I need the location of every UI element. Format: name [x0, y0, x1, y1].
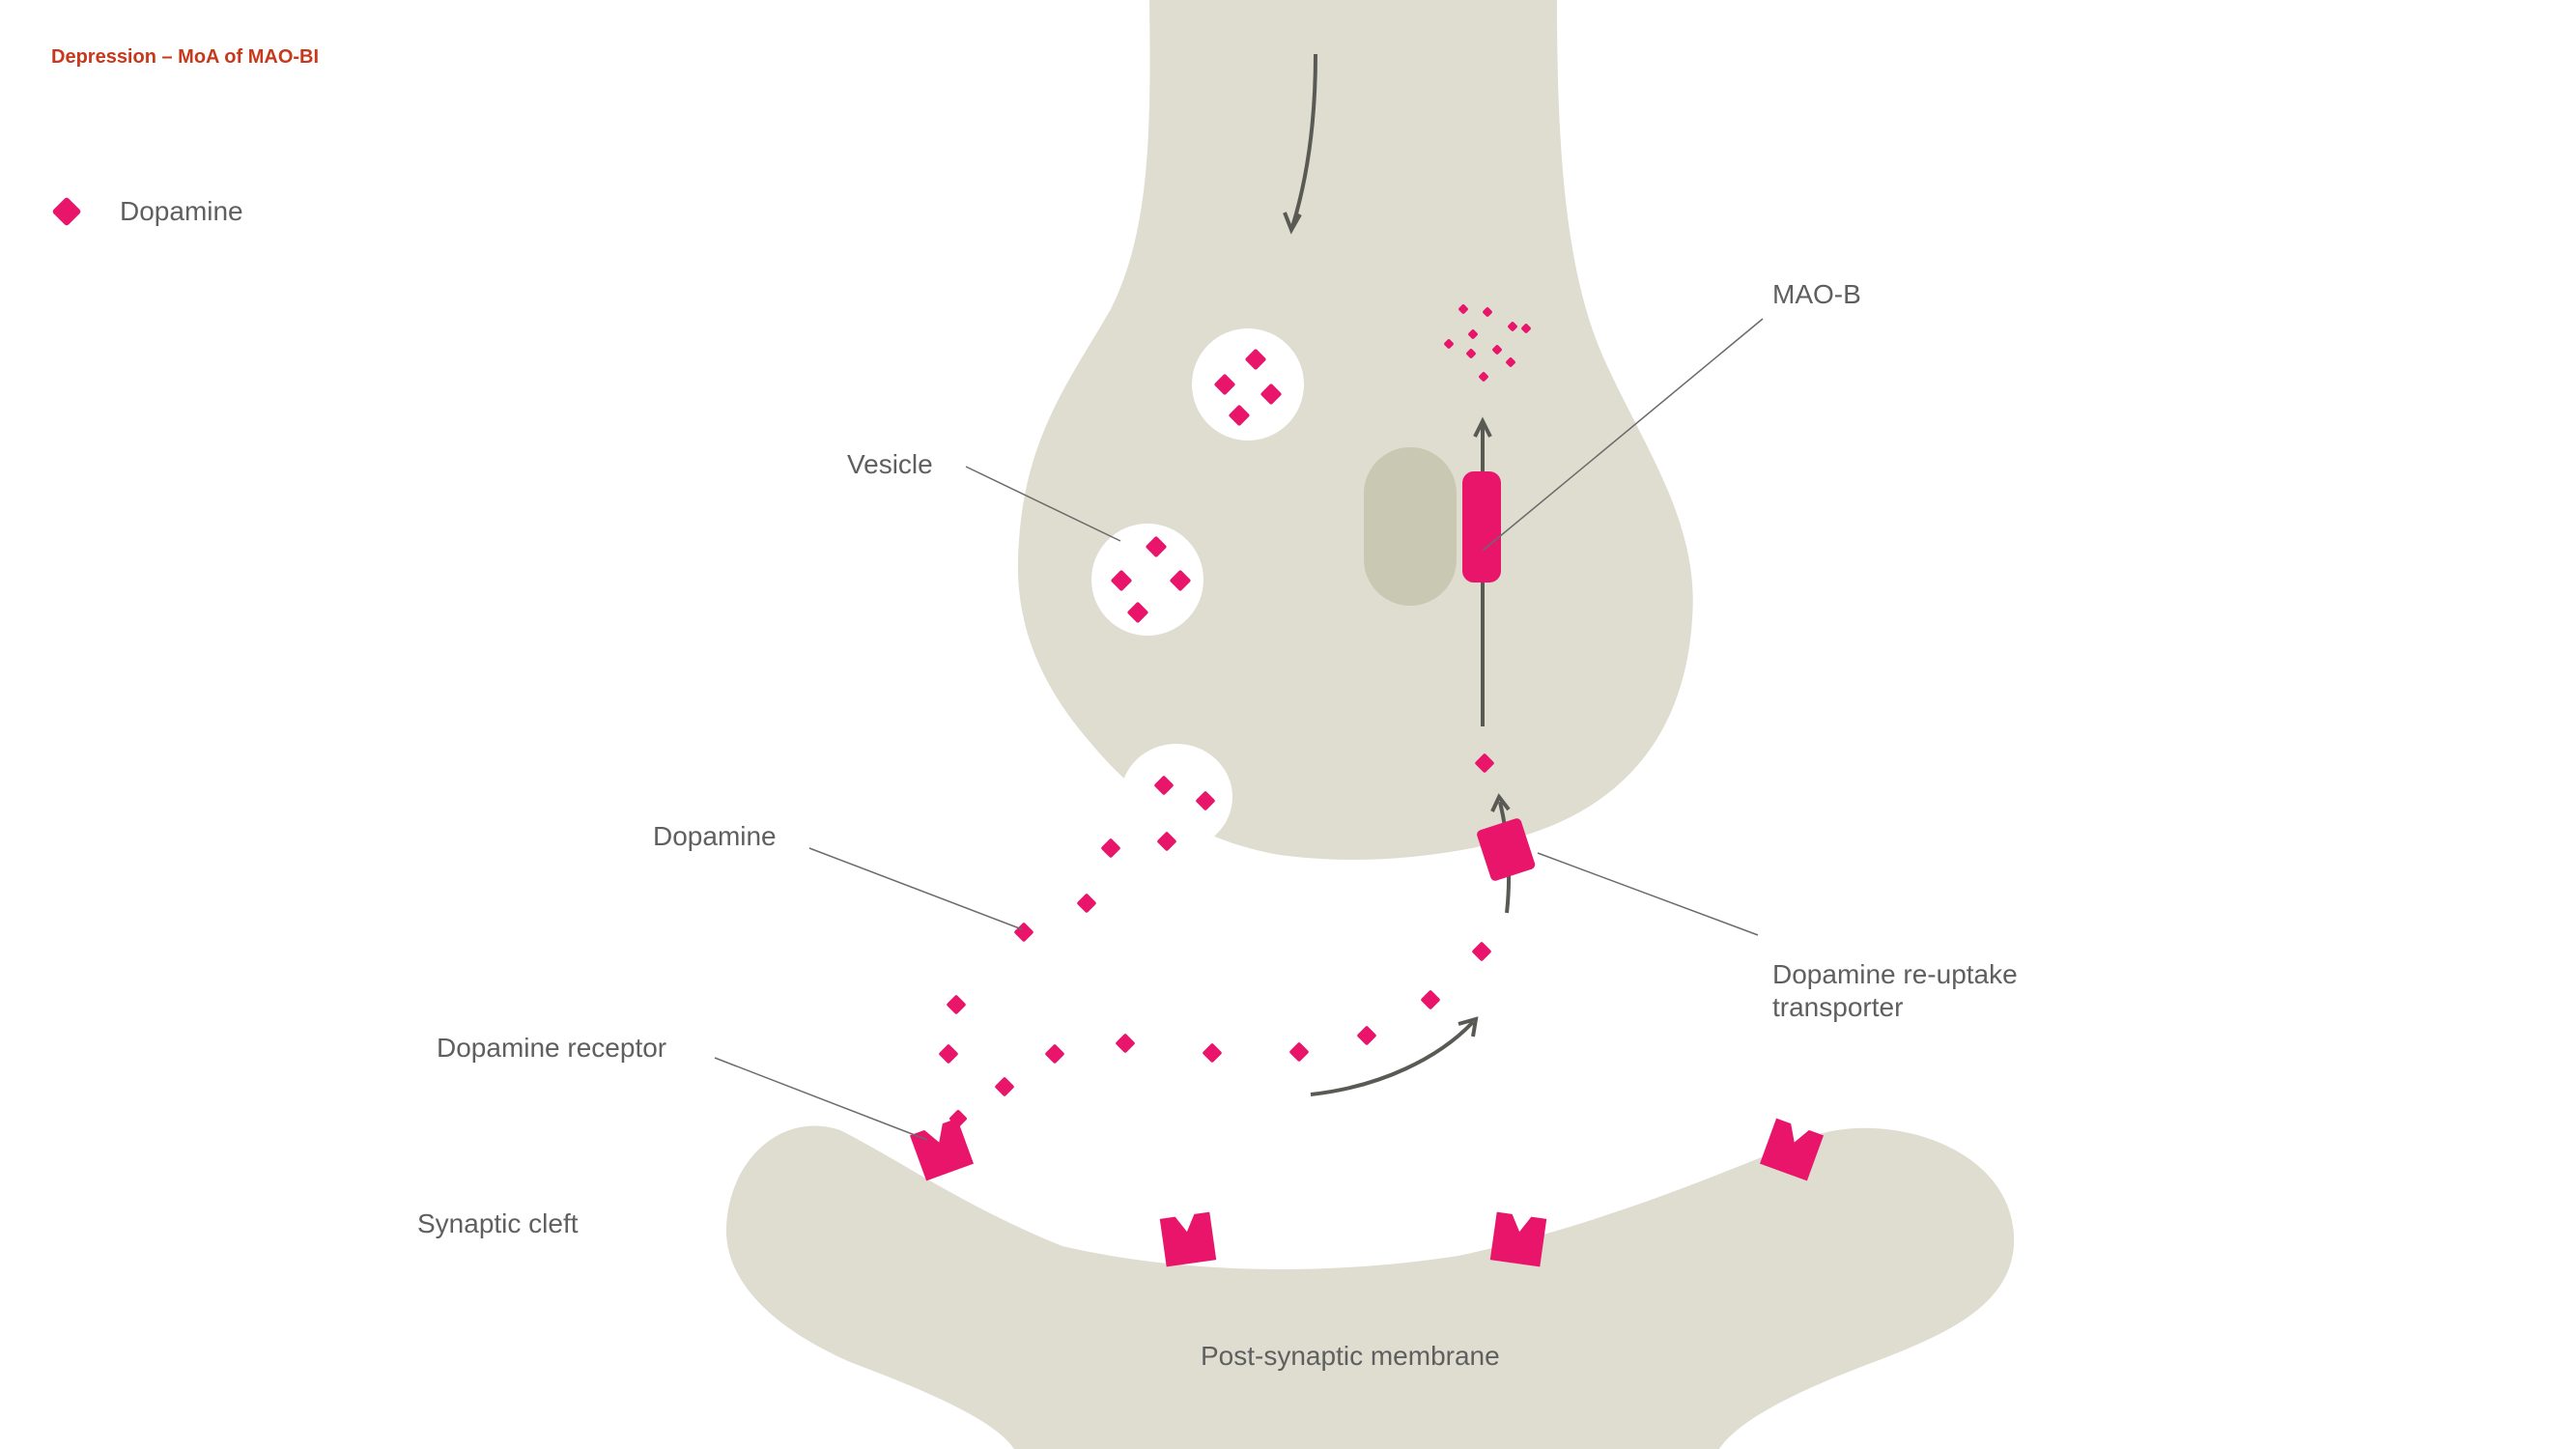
label-dopamine-receptor: Dopamine receptor [437, 1033, 667, 1063]
dopamine-molecule [1357, 1026, 1376, 1045]
postsynaptic-membrane [725, 1125, 2015, 1449]
dopamine-molecule [1146, 536, 1167, 557]
dopamine-molecule [1245, 349, 1266, 370]
reuptake-transporter [1477, 818, 1536, 881]
dopamine-molecule [1468, 329, 1478, 339]
diffusion-arrow [1310, 1020, 1475, 1096]
dopamine-molecule [1154, 776, 1174, 795]
dopamine-molecule [1466, 349, 1476, 358]
dopamine-molecule [1116, 1034, 1135, 1053]
dopamine-molecule [947, 995, 966, 1014]
reuptake-arrowhead [1490, 793, 1511, 812]
label-mao-b: MAO-B [1772, 279, 1861, 309]
dopamine-molecule [1111, 570, 1132, 591]
dopamine-molecule [1045, 1044, 1064, 1064]
dopamine-molecule [1483, 307, 1492, 317]
mao-b-enzyme [1462, 471, 1501, 582]
dopamine-molecule [1472, 942, 1491, 961]
label-vesicle: Vesicle [847, 449, 933, 479]
incoming-arrowhead [1283, 212, 1302, 235]
dopamine-molecule [1014, 923, 1033, 942]
legend: Dopamine [50, 196, 243, 227]
dopamine-molecule [1203, 1043, 1222, 1063]
dopamine-molecule [1479, 372, 1488, 382]
dopamine-molecule [1260, 384, 1282, 405]
dopamine-receptor [1760, 1118, 1824, 1181]
dopamine-molecule [1492, 345, 1502, 355]
dopamine-molecule [939, 1044, 958, 1064]
metabolism-arrowhead [1473, 416, 1492, 438]
dopamine-molecule [1127, 602, 1148, 623]
leader-mao-b [1482, 318, 1764, 552]
dopamine-receptor [1489, 1211, 1547, 1267]
dopamine-molecule [1289, 1042, 1309, 1062]
dopamine-molecule [1508, 322, 1517, 331]
leader-reuptake [1537, 852, 1759, 936]
diagram-title: Depression – MoA of MAO-BI [51, 46, 320, 68]
dopamine-receptor [910, 1118, 974, 1181]
mitochondrion [1364, 447, 1457, 606]
dopamine-molecule [1521, 324, 1531, 333]
vesicle [1192, 328, 1304, 440]
dopamine-molecule [1101, 838, 1120, 858]
label-post-synaptic: Post-synaptic membrane [1201, 1341, 1500, 1371]
label-reuptake-line2: transporter [1772, 992, 1904, 1022]
leader-receptor [714, 1057, 928, 1141]
dopamine-molecule [1170, 570, 1191, 591]
vesicle [1091, 524, 1203, 636]
leader-dopamine [808, 847, 1023, 930]
dopamine-molecule [1506, 357, 1515, 367]
dopamine-molecule [1458, 304, 1468, 314]
dopamine-molecule [1196, 791, 1215, 810]
dopamine-molecule [1214, 374, 1235, 395]
leader-vesicle [965, 466, 1121, 542]
presynaptic-neuron [1017, 0, 1693, 860]
vesicle-fusing [1120, 744, 1232, 850]
dopamine-molecule [1475, 753, 1494, 773]
dopamine-molecule [995, 1077, 1014, 1096]
label-reuptake-line1: Dopamine re-uptake [1772, 959, 2018, 989]
incoming-arrow [1290, 53, 1317, 228]
dopamine-molecule [1077, 894, 1096, 913]
dopamine-molecule [1229, 405, 1250, 426]
label-dopamine: Dopamine [653, 821, 777, 851]
label-synaptic-cleft: Synaptic cleft [417, 1208, 579, 1238]
legend-label: Dopamine [120, 196, 243, 226]
dopamine-molecule [1157, 832, 1176, 851]
dopamine-molecule [1444, 339, 1454, 349]
dopamine-molecule [1421, 990, 1440, 1009]
diffusion-arrowhead [1458, 1016, 1479, 1037]
dopamine-molecule [949, 1110, 967, 1127]
dopamine-receptor [1159, 1211, 1217, 1267]
